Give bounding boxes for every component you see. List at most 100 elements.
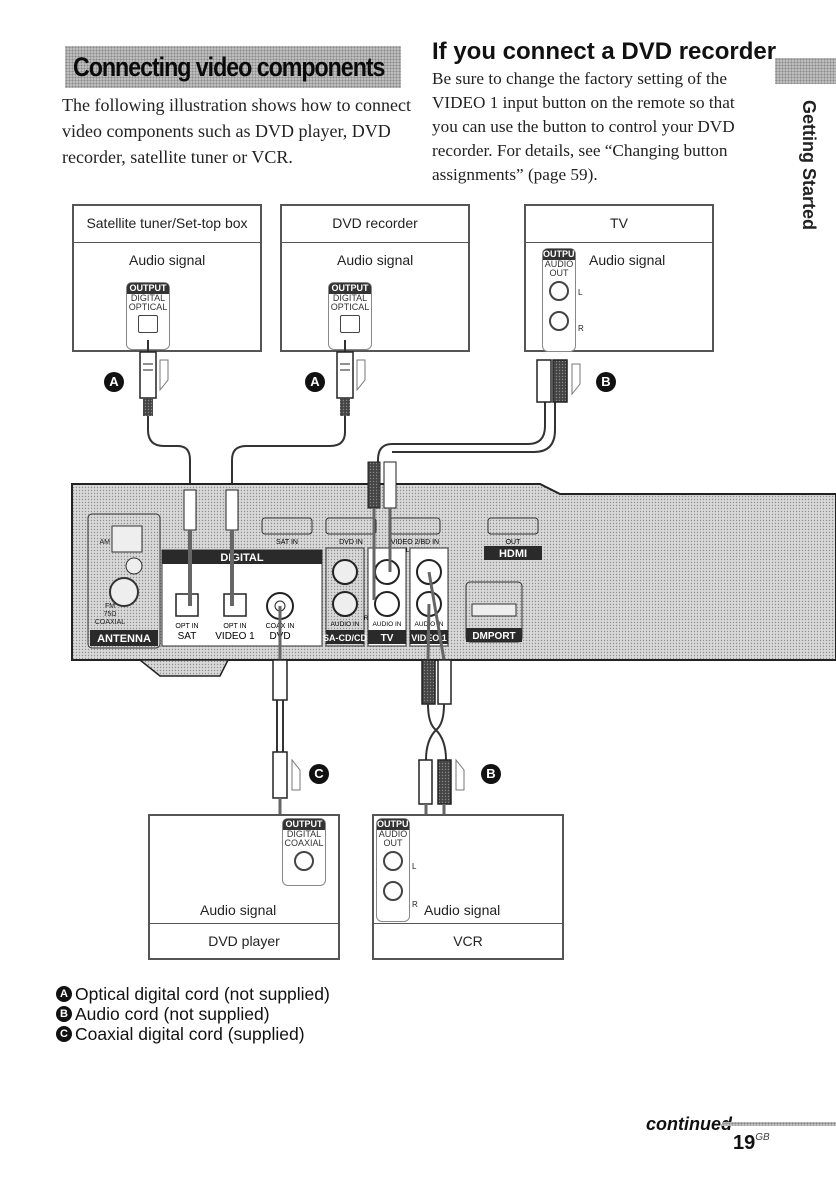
output-label: OUTPUT — [329, 283, 371, 294]
device-name: TV — [526, 206, 712, 243]
page-number: 19GB — [733, 1132, 770, 1155]
legend-text: Coaxial digital cord (supplied) — [75, 1024, 305, 1044]
side-tab-label: Getting Started — [799, 100, 819, 231]
optical-jack-icon — [340, 315, 360, 333]
hdmi-out-label: OUT — [506, 539, 522, 546]
rca-jack-right-icon — [383, 881, 403, 901]
plate-line: DIGITAL — [130, 293, 166, 303]
continued-label: continued — [646, 1114, 732, 1134]
device-dvd-recorder-box: DVD recorder Audio signal OUTPUT DIGITAL… — [280, 204, 470, 352]
device-tv-box: TV Audio signal OUTPUT AUDIO OUT L R — [524, 204, 714, 352]
output-label: OUTPUT — [127, 283, 169, 294]
cable-b-tv — [377, 400, 556, 480]
device-satellite-box: Satellite tuner/Set-top box Audio signal… — [72, 204, 262, 352]
digital-label: DIGITAL — [220, 552, 263, 564]
opt-in-video1-bottom: VIDEO 1 — [215, 631, 255, 642]
legend-item: A Optical digital cord (not supplied) — [56, 984, 330, 1004]
plate-line: AUDIO — [378, 829, 408, 839]
cable-a-satellite — [147, 340, 191, 520]
rca-plugs-inserted — [367, 461, 397, 600]
sacd-label: SA-CD/CD — [323, 633, 367, 643]
receiver-rear-panel: ANTENNA AM FM 75Ω COAXIAL DIGITAL OPT IN… — [71, 483, 836, 677]
output-jack-plate: OUTPUT AUDIO OUT — [376, 818, 414, 922]
signal-label: Audio signal — [589, 252, 666, 268]
legend-item: B Audio cord (not supplied) — [56, 1004, 330, 1024]
device-name: DVD player — [150, 923, 338, 958]
cord-legend: A Optical digital cord (not supplied) B … — [56, 984, 330, 1044]
optical-plug-satellite-icon — [139, 351, 157, 416]
hdmi-dvd-in-label: DVD IN — [339, 539, 363, 546]
intro-paragraph: The following illustration shows how to … — [62, 95, 411, 167]
opt-in-video1-top: OPT IN — [223, 623, 246, 630]
device-name: Satellite tuner/Set-top box — [74, 206, 260, 243]
plate-line: OPTICAL — [330, 302, 370, 312]
cord-badge-a-dvd-recorder: A — [305, 372, 325, 392]
channel-label-l: L — [412, 862, 417, 871]
channel-r-label: R — [364, 616, 369, 622]
output-label: OUTPUT — [543, 249, 580, 260]
opt-in-video1-jack — [223, 593, 247, 617]
legend-badge-b: B — [56, 1006, 72, 1022]
legend-badge-c: C — [56, 1026, 72, 1042]
cord-badge-b-tv: B — [596, 372, 616, 392]
rca-jack-left-icon — [383, 851, 403, 871]
cord-badge-a-satellite: A — [104, 372, 124, 392]
output-label: OUTPUT — [283, 819, 325, 830]
output-jack-plate: OUTPUT DIGITAL OPTICAL — [328, 282, 372, 350]
hdmi-label: HDMI — [499, 548, 527, 560]
legend-badge-a: A — [56, 986, 72, 1002]
section-title-banner: Connecting video components — [65, 46, 401, 88]
output-jack-plate: OUTPUT DIGITAL COAXIAL — [282, 818, 326, 886]
plate-line: DIGITAL — [332, 293, 368, 303]
optical-plugs-inserted — [183, 489, 239, 606]
channel-l-label: L — [406, 548, 410, 554]
note-body: Be sure to change the factory setting of… — [432, 69, 735, 184]
diagram-label: AUDIO IN — [373, 621, 402, 628]
cable-a-dvd-recorder — [231, 340, 346, 520]
signal-label: Audio signal — [424, 902, 501, 918]
cord-badge-b-vcr: B — [481, 764, 501, 784]
signal-label: Audio signal — [129, 252, 206, 268]
output-jack-plate: OUTPUT AUDIO OUT — [542, 248, 580, 352]
fm-ohm-label: 75Ω — [103, 611, 116, 618]
antenna-label: ANTENNA — [97, 633, 151, 645]
plate-line: COAXIAL — [284, 838, 324, 848]
optical-plug-dvd-recorder-icon — [336, 351, 354, 416]
cord-badge-c-dvd-player: C — [309, 764, 329, 784]
signal-label: Audio signal — [337, 252, 414, 268]
device-dvd-player-box: OUTPUT DIGITAL COAXIAL Audio signal DVD … — [148, 814, 340, 960]
device-name: DVD recorder — [282, 206, 468, 243]
am-label: AM — [100, 539, 111, 546]
rca-jack-right-icon — [549, 311, 569, 331]
legend-text: Audio cord (not supplied) — [75, 1004, 270, 1024]
channel-label-l: L — [578, 288, 583, 297]
continued-rule — [722, 1122, 836, 1126]
coaxial-jack-icon — [294, 851, 314, 871]
opt-in-sat-bottom: SAT — [178, 631, 197, 642]
plate-line: OUT — [549, 268, 569, 278]
plate-line: DIGITAL — [286, 829, 322, 839]
page-suffix: GB — [755, 1132, 770, 1143]
insert-arrow-icon — [159, 359, 581, 396]
channel-label-r: R — [578, 324, 584, 333]
side-tab-marker — [775, 58, 836, 84]
output-label: OUTPUT — [377, 819, 414, 830]
rca-plug-tv-icon — [536, 359, 568, 403]
opt-in-sat-jack — [175, 593, 199, 617]
opt-in-sat-top: OPT IN — [175, 623, 198, 630]
device-name: VCR — [374, 923, 562, 958]
diagram-label: AUDIO IN — [331, 621, 360, 628]
fm-label: FM — [105, 603, 115, 610]
audio-in-sacd-group: AUDIO IN SA-CD/CD — [323, 547, 367, 647]
optical-jack-icon — [138, 315, 158, 333]
plate-line: OUT — [383, 838, 403, 848]
channel-label-r: R — [412, 900, 418, 909]
insert-arrow-icon — [291, 758, 465, 791]
legend-text: Optical digital cord (not supplied) — [75, 984, 330, 1004]
tv-label: TV — [381, 633, 394, 644]
rca-jack-left-icon — [549, 281, 569, 301]
fm-coaxial-label: COAXIAL — [95, 619, 125, 626]
dmport-label: DMPORT — [472, 631, 515, 642]
page-number-value: 19 — [733, 1132, 756, 1154]
plate-line: AUDIO — [544, 259, 574, 269]
